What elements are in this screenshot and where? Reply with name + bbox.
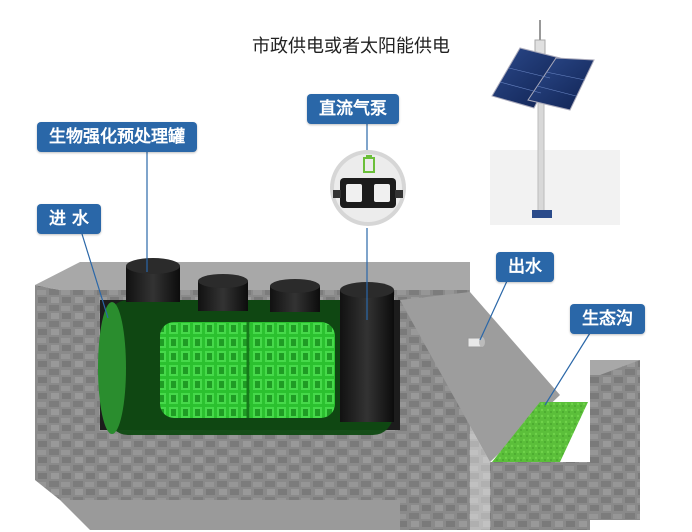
outlet-pipe xyxy=(467,337,485,348)
eco-ditch-grass xyxy=(492,402,588,462)
air-pump-icon xyxy=(330,150,406,226)
solar-power-station xyxy=(490,20,620,225)
label-outlet: 出水 xyxy=(496,252,554,282)
label-inlet: 进 水 xyxy=(37,204,101,234)
label-eco-ditch: 生态沟 xyxy=(570,304,645,334)
pretreatment-tank xyxy=(98,258,394,435)
label-pretreatment-tank: 生物强化预处理罐 xyxy=(37,122,197,152)
leader-lines xyxy=(81,124,591,406)
power-supply-caption: 市政供电或者太阳能供电 xyxy=(252,36,450,57)
label-air-pump: 直流气泵 xyxy=(307,94,399,124)
